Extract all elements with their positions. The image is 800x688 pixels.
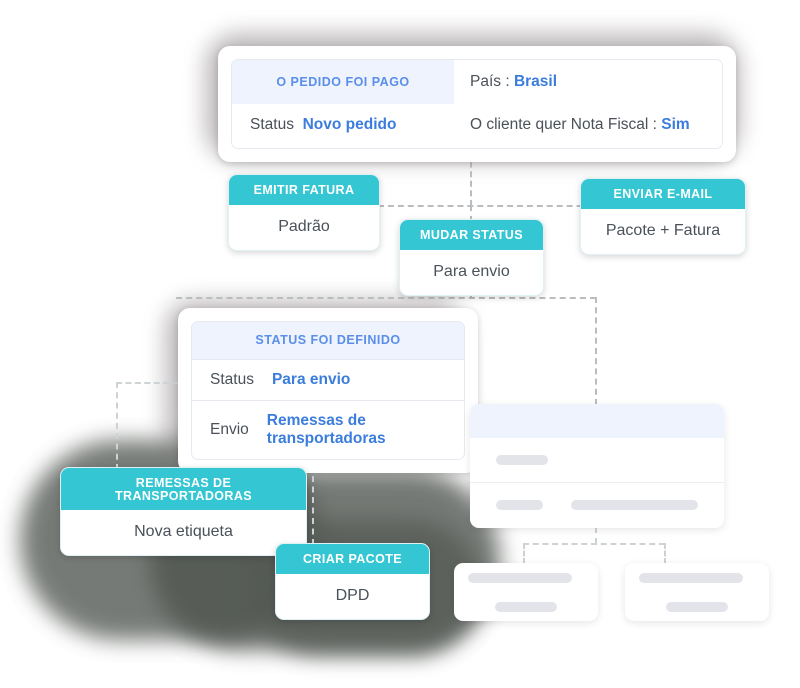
trigger-status-title: STATUS FOI DEFINIDO — [192, 322, 464, 359]
action-remessas-value: Nova etiqueta — [61, 510, 306, 555]
status-label: Status — [250, 116, 294, 133]
connector-status-left-down — [116, 382, 118, 470]
placeholder-main-row — [470, 482, 724, 527]
connector-second-bus — [176, 297, 596, 299]
action-card-criar-pacote[interactable]: CRIAR PACOTE DPD — [275, 543, 430, 620]
action-mudar-status-title: MUDAR STATUS — [400, 220, 543, 250]
trigger-status-row-value: Para envio — [271, 370, 351, 388]
country-label: País : — [470, 73, 510, 90]
action-enviar-email-title: ENVIAR E-MAIL — [581, 179, 745, 209]
placeholder-bar — [495, 601, 557, 612]
placeholder-right-row — [625, 563, 769, 592]
placeholder-left-row — [454, 592, 598, 621]
trigger-order-title: O PEDIDO FOI PAGO — [232, 60, 454, 104]
connector-ghost-split — [523, 543, 665, 545]
placeholder-card-right[interactable] — [625, 563, 769, 621]
connector-bus-to-ghost-main — [595, 297, 597, 405]
action-card-emitir-fatura[interactable]: EMITIR FATURA Padrão — [228, 174, 380, 251]
placeholder-main-header — [470, 404, 724, 438]
connector-ghost-right-down — [664, 543, 666, 564]
action-emitir-fatura-title: EMITIR FATURA — [229, 175, 379, 205]
action-mudar-status-value: Para envio — [400, 249, 543, 295]
trigger-status-row-key: Envio — [210, 421, 249, 439]
trigger-status-panel: STATUS FOI DEFINIDO Status Para envio En… — [191, 321, 465, 461]
placeholder-bar — [496, 500, 544, 510]
trigger-status-row-key: Status — [210, 370, 254, 388]
trigger-order-country: País : Brasil — [454, 60, 722, 104]
invoice-value: Sim — [661, 116, 690, 133]
connector-ghost-main-down — [595, 527, 597, 544]
placeholder-bar — [468, 572, 572, 583]
connector-trigger-down — [470, 152, 472, 206]
placeholder-bar — [571, 500, 698, 510]
trigger-card-status-set[interactable]: STATUS FOI DEFINIDO Status Para envio En… — [178, 308, 478, 474]
trigger-status-row-value: Remessas de transportadoras — [266, 411, 386, 448]
trigger-status-row: Status Para envio — [192, 358, 464, 400]
placeholder-card-main[interactable] — [470, 404, 724, 528]
trigger-order-invoice: O cliente quer Nota Fiscal : Sim — [454, 104, 722, 148]
placeholder-bar — [639, 572, 743, 583]
placeholder-bar — [666, 601, 728, 612]
action-emitir-fatura-value: Padrão — [229, 204, 379, 250]
placeholder-main-row — [470, 438, 724, 482]
trigger-order-grid: O PEDIDO FOI PAGO País : Brasil Status N… — [232, 60, 722, 148]
trigger-order-panel: O PEDIDO FOI PAGO País : Brasil Status N… — [231, 59, 723, 149]
placeholder-bar — [496, 455, 548, 465]
connector-ghost-left-down — [523, 543, 525, 564]
trigger-status-row: Envio Remessas de transportadoras — [192, 399, 464, 460]
connector-status-bottom — [312, 455, 314, 545]
connector-branch-bus — [378, 205, 662, 207]
connector-bus-to-change-status — [470, 205, 472, 222]
action-card-mudar-status[interactable]: MUDAR STATUS Para envio — [399, 219, 544, 296]
placeholder-card-left[interactable] — [454, 563, 598, 621]
invoice-label: O cliente quer Nota Fiscal : — [470, 116, 657, 133]
action-criar-pacote-value: DPD — [276, 573, 429, 619]
country-value: Brasil — [513, 73, 558, 90]
trigger-order-status: Status Novo pedido — [232, 104, 454, 148]
action-criar-pacote-title: CRIAR PACOTE — [276, 544, 429, 574]
action-card-enviar-email[interactable]: ENVIAR E-MAIL Pacote + Fatura — [580, 178, 746, 255]
connector-status-left — [116, 382, 188, 384]
status-value: Novo pedido — [302, 116, 397, 133]
action-enviar-email-value: Pacote + Fatura — [581, 208, 745, 254]
placeholder-left-row — [454, 563, 598, 592]
trigger-card-order-paid[interactable]: O PEDIDO FOI PAGO País : Brasil Status N… — [218, 46, 736, 162]
placeholder-right-row — [625, 592, 769, 621]
action-card-remessas-transportadoras[interactable]: REMESSAS DE TRANSPORTADORAS Nova etiquet… — [60, 467, 307, 556]
action-remessas-title: REMESSAS DE TRANSPORTADORAS — [61, 468, 306, 510]
